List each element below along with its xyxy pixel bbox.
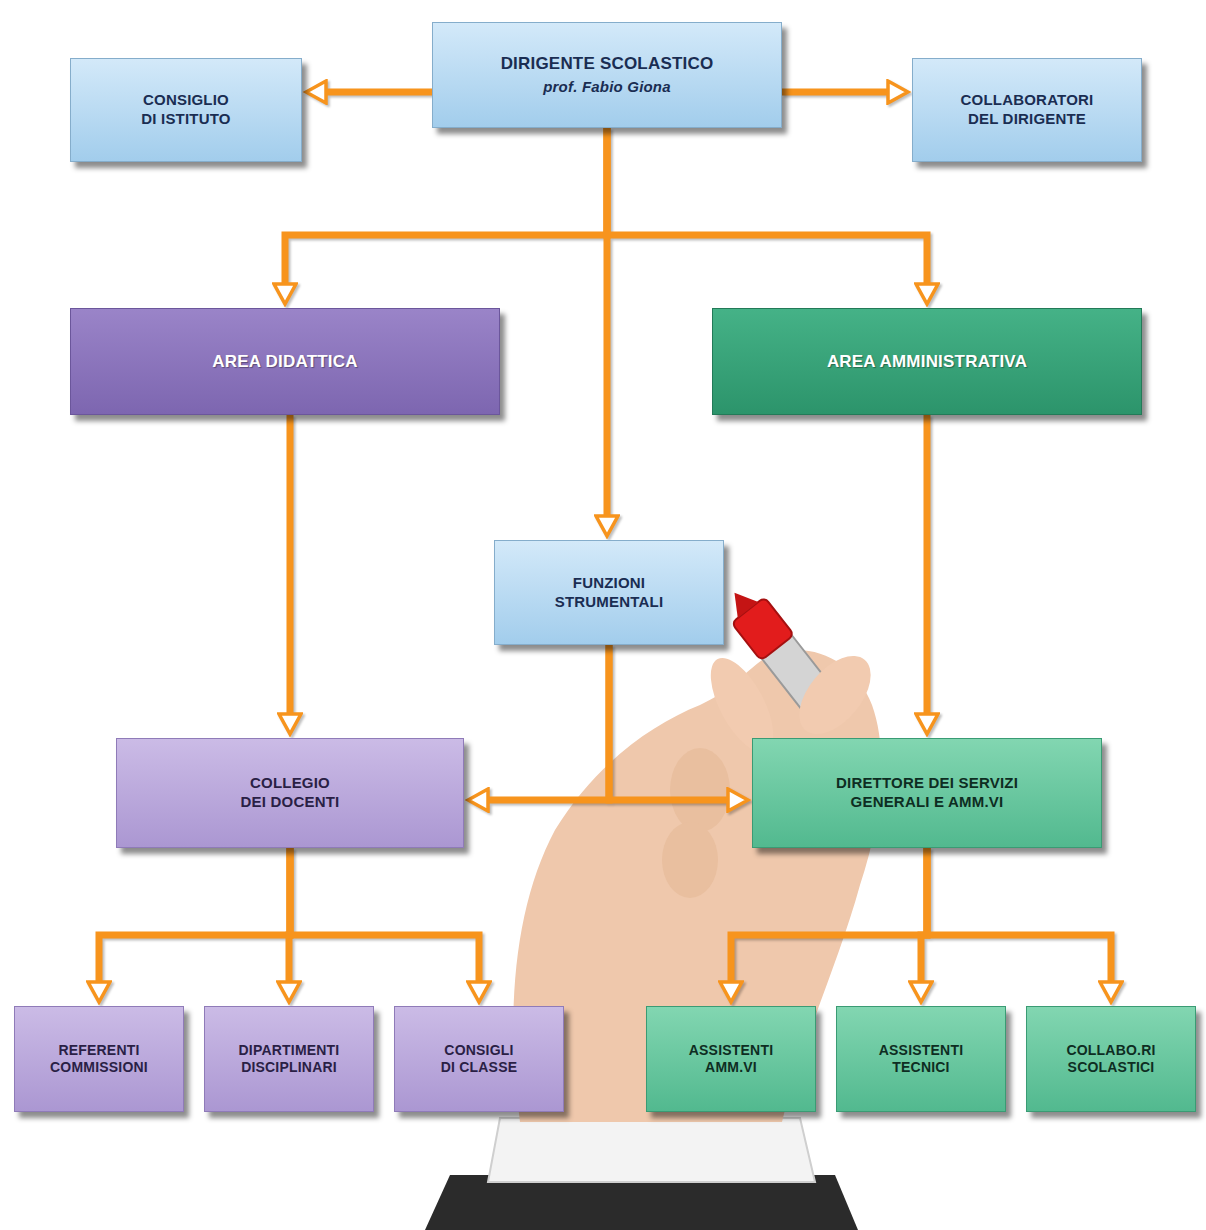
connector-arrow [927,848,1111,982]
box-content: DIPARTIMENTI DISCIPLINARI [224,1042,354,1077]
box-content: AREA DIDATTICA [212,351,357,372]
org-box: AREA DIDATTICA [70,308,500,415]
connector-arrow [285,128,607,284]
box-content: CONSIGLIO DI ISTITUTO [134,91,239,129]
box-content: REFERENTI COMMISSIONI [34,1042,164,1077]
connector-arrow [326,89,432,96]
box-label: COLLABO.RI SCOLASTICI [1051,1042,1171,1077]
box-content: COLLEGIO DEI DOCENTI [240,774,340,812]
box-label: prof. Fabio Giona [501,78,714,97]
box-content: DIRETTORE DEI SERVIZI GENERALI E AMM.VI [807,774,1047,812]
connector-arrow [99,848,290,982]
box-label: DIRIGENTE SCOLASTICO [501,53,714,74]
box-content: ASSISTENTI AMM.VI [671,1042,791,1077]
finger [670,748,730,832]
box-label: COLLABORATORI DEL DIRIGENTE [952,91,1102,129]
org-box: DIPARTIMENTI DISCIPLINARI [204,1006,374,1112]
connector-arrow [604,128,611,516]
connector-arrow [782,89,888,96]
org-box: AREA AMMINISTRATIVA [712,308,1142,415]
box-content: ASSISTENTI TECNICI [861,1042,981,1077]
connector-arrow [607,128,927,284]
box-content: AREA AMMINISTRATIVA [827,351,1027,372]
org-box: CONSIGLIO DI ISTITUTO [70,58,302,162]
org-box: ASSISTENTI AMM.VI [646,1006,816,1112]
org-box: COLLABO.RI SCOLASTICI [1026,1006,1196,1112]
org-box: COLLEGIO DEI DOCENTI [116,738,464,848]
box-label: DIPARTIMENTI DISCIPLINARI [224,1042,354,1077]
connector-arrow [924,415,931,714]
box-content: FUNZIONI STRUMENTALI [544,574,674,612]
box-content: COLLABORATORI DEL DIRIGENTE [952,91,1102,129]
box-label: ASSISTENTI TECNICI [861,1042,981,1077]
box-label: REFERENTI COMMISSIONI [34,1042,164,1077]
connector-arrow [287,415,294,714]
org-box: FUNZIONI STRUMENTALI [494,540,724,645]
box-label: AREA DIDATTICA [212,351,357,372]
org-box: DIRETTORE DEI SERVIZI GENERALI E AMM.VI [752,738,1102,848]
org-box: DIRIGENTE SCOLASTICO prof. Fabio Giona [432,22,782,128]
box-label: ASSISTENTI AMM.VI [671,1042,791,1077]
connector-arrow [609,645,728,800]
shirt-cuff [488,1118,815,1182]
box-label: DIRETTORE DEI SERVIZI GENERALI E AMM.VI [807,774,1047,812]
box-label: CONSIGLIO DI ISTITUTO [134,91,239,129]
jacket-sleeve [425,1175,858,1230]
box-label: CONSIGLI DI CLASSE [437,1042,521,1077]
org-box: COLLABORATORI DEL DIRIGENTE [912,58,1142,162]
org-box: REFERENTI COMMISSIONI [14,1006,184,1112]
thumb [786,643,885,747]
connector-arrow [488,645,609,800]
box-label: COLLEGIO DEI DOCENTI [240,774,340,812]
box-label: FUNZIONI STRUMENTALI [544,574,674,612]
connector-arrow [290,848,479,982]
box-content: CONSIGLI DI CLASSE [437,1042,521,1077]
box-label: AREA AMMINISTRATIVA [827,351,1027,372]
box-content: COLLABO.RI SCOLASTICI [1051,1042,1171,1077]
org-box: CONSIGLI DI CLASSE [394,1006,564,1112]
org-box: ASSISTENTI TECNICI [836,1006,1006,1112]
finger [662,822,718,898]
box-content: DIRIGENTE SCOLASTICO prof. Fabio Giona [501,53,714,97]
connector-arrow [731,848,927,982]
